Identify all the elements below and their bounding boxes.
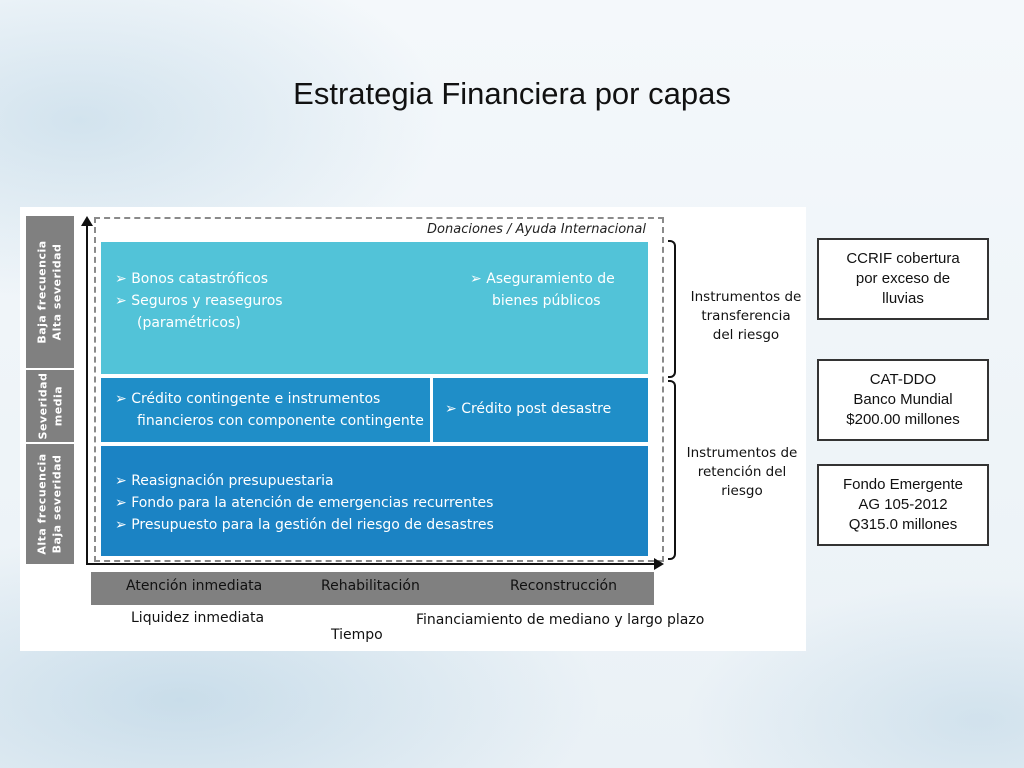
phase-immediate-attention: Atención inmediata [126, 578, 263, 594]
transfer-layer-box: ➢ Bonos catastróficos ➢ Seguros y reaseg… [101, 242, 648, 374]
list-item: ➢ Presupuesto para la gestión del riesgo… [115, 517, 494, 533]
y-label-bottom-line1: Alta frecuencia [36, 453, 50, 555]
post-disaster-credit-box: ➢ Crédito post desastre [433, 378, 648, 442]
international-aid-region [94, 217, 664, 562]
bullet-arrow-icon: ➢ [115, 271, 127, 287]
phase-bar [91, 572, 654, 605]
retention-instruments-label: Instrumentos de retención del riesgo [686, 445, 798, 499]
transfer-bracket [668, 240, 676, 378]
retention-bracket [668, 380, 676, 560]
ccrif-box: CCRIF cobertura por exceso de lluvias [817, 238, 989, 320]
x-axis-label: Tiempo [331, 627, 383, 643]
liquidity-label: Liquidez inmediata [131, 610, 265, 626]
phase-rehabilitation: Rehabilitación [321, 578, 420, 594]
y-axis-line [86, 224, 88, 564]
cat-ddo-box: CAT-DDO Banco Mundial $200.00 millones [817, 359, 989, 441]
bullet-arrow-icon: ➢ [445, 401, 457, 417]
list-item: ➢ Reasignación presupuestaria [115, 473, 334, 489]
y-label-top-line1: Baja frecuencia [36, 240, 50, 344]
transfer-instruments-label: Instrumentos de transferencia del riesgo [690, 289, 802, 343]
list-item: ➢ Bonos catastróficos [115, 271, 269, 287]
retention-layer-box: ➢ Reasignación presupuestaria ➢ Fondo pa… [101, 446, 648, 556]
bullet-arrow-icon: ➢ [115, 495, 127, 511]
emergency-fund-box: Fondo Emergente AG 105-2012 Q315.0 millo… [817, 464, 989, 546]
international-aid-label: Donaciones / Ayuda Internacional [427, 222, 646, 237]
bullet-arrow-icon: ➢ [115, 517, 127, 533]
financing-label: Financiamiento de mediano y largo plazo [416, 612, 705, 628]
public-goods-insurance: ➢ Aseguramiento de bienes públicos [470, 271, 615, 309]
bullet-arrow-icon: ➢ [115, 473, 127, 489]
x-axis-arrow-icon [654, 558, 664, 570]
bullet-arrow-icon: ➢ [470, 271, 482, 287]
list-item: ➢ Fondo para la atención de emergencias … [115, 495, 494, 511]
y-label-middle-line1: Severidad [36, 372, 50, 440]
list-item: ➢ Seguros y reaseguros [115, 293, 283, 309]
y-axis-arrow-icon [81, 216, 93, 226]
y-label-low-frequency: Baja frecuencia Alta severidad [26, 216, 74, 368]
x-axis-line [86, 563, 656, 565]
phase-reconstruction: Reconstrucción [510, 578, 617, 594]
y-label-middle-line2: media [51, 385, 65, 427]
y-label-top-line2: Alta severidad [51, 243, 65, 341]
slide-title: Estrategia Financiera por capas [293, 76, 731, 111]
contingent-credit-box: ➢ Crédito contingente e instrumentos fin… [101, 378, 430, 442]
bullet-arrow-icon: ➢ [115, 293, 127, 309]
y-label-bottom-line2: Baja severidad [51, 454, 65, 554]
y-label-medium-severity: Severidad media [26, 370, 74, 442]
list-item-continuation: (paramétricos) [137, 315, 241, 331]
y-label-high-frequency: Alta frecuencia Baja severidad [26, 444, 74, 564]
bullet-arrow-icon: ➢ [115, 391, 127, 407]
